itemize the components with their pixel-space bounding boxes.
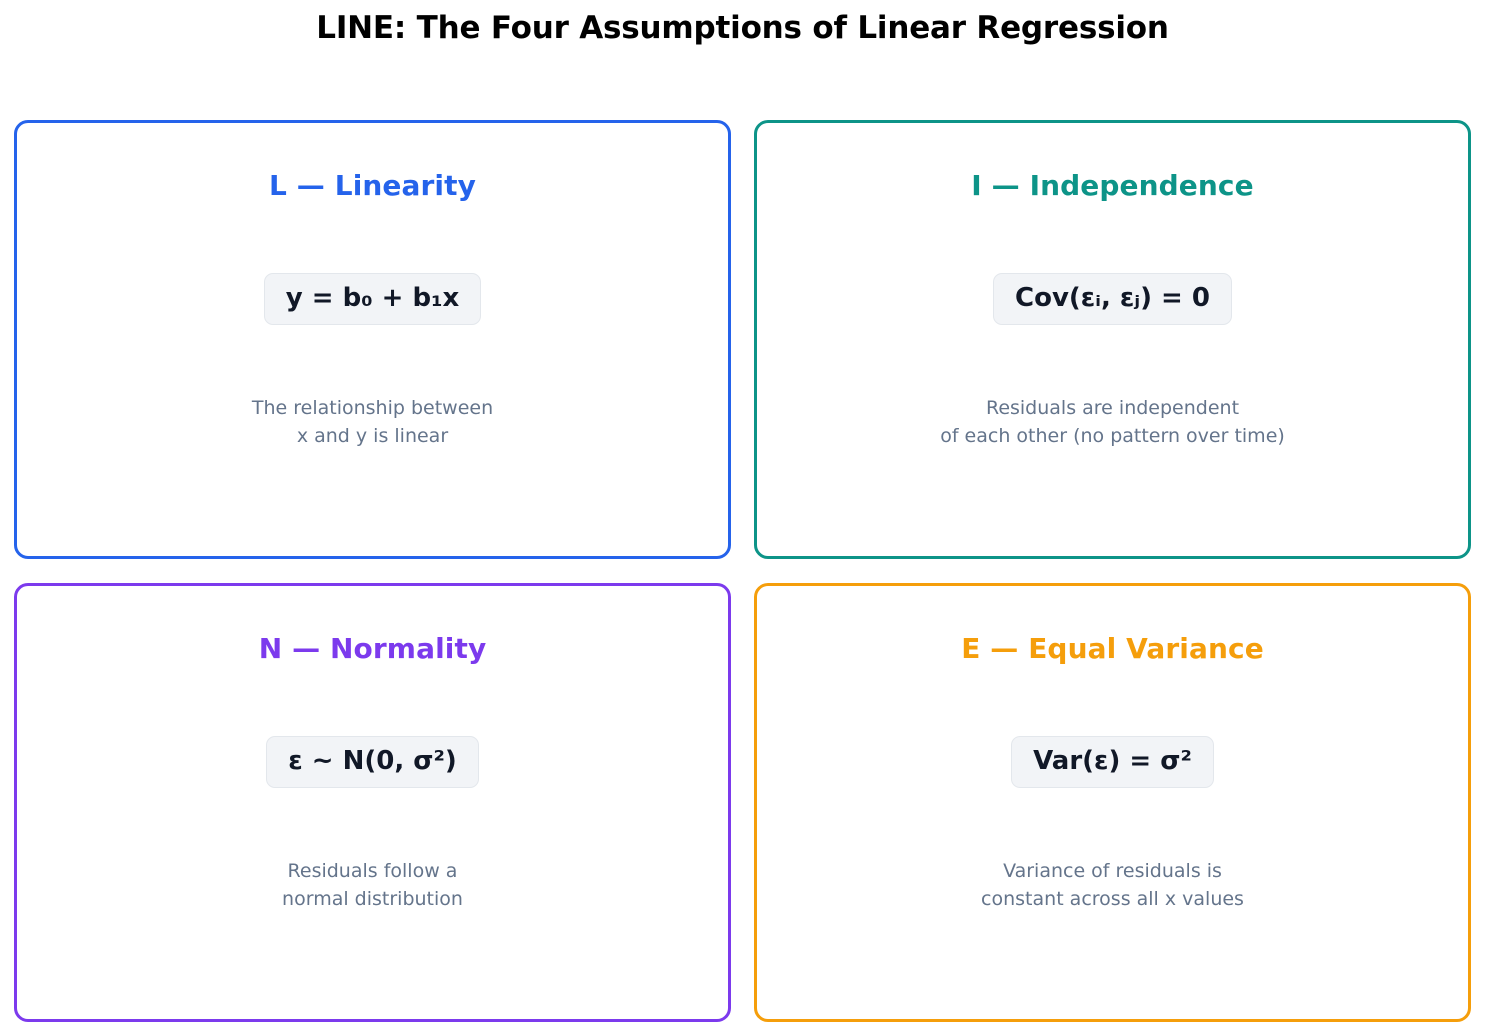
formula-box-independence: Cov(εᵢ, εⱼ) = 0 [993,273,1232,325]
page-title: LINE: The Four Assumptions of Linear Reg… [316,10,1169,46]
assumption-card-normality: N — Normality ε ~ N(0, σ²) Residuals fol… [14,583,731,1022]
card-title-independence: I — Independence [971,169,1254,202]
formula-box-normality: ε ~ N(0, σ²) [266,736,479,788]
card-title-equal-variance: E — Equal Variance [961,632,1264,665]
assumption-card-grid: L — Linearity y = b₀ + b₁x The relations… [14,120,1471,1036]
assumption-card-independence: I — Independence Cov(εᵢ, εⱼ) = 0 Residua… [754,120,1471,559]
card-description-linearity: The relationship between x and y is line… [251,397,494,447]
assumption-card-equal-variance: E — Equal Variance Var(ε) = σ² Variance … [754,583,1471,1022]
formula-box-equal-variance: Var(ε) = σ² [1011,736,1214,788]
card-description-normality: Residuals follow a normal distribution [282,860,463,910]
assumption-card-linearity: L — Linearity y = b₀ + b₁x The relations… [14,120,731,559]
formula-box-linearity: y = b₀ + b₁x [263,273,482,325]
card-description-independence: Residuals are independent of each other … [940,397,1285,447]
card-title-normality: N — Normality [258,632,487,665]
card-description-equal-variance: Variance of residuals is constant across… [981,860,1244,910]
card-title-linearity: L — Linearity [269,169,476,202]
